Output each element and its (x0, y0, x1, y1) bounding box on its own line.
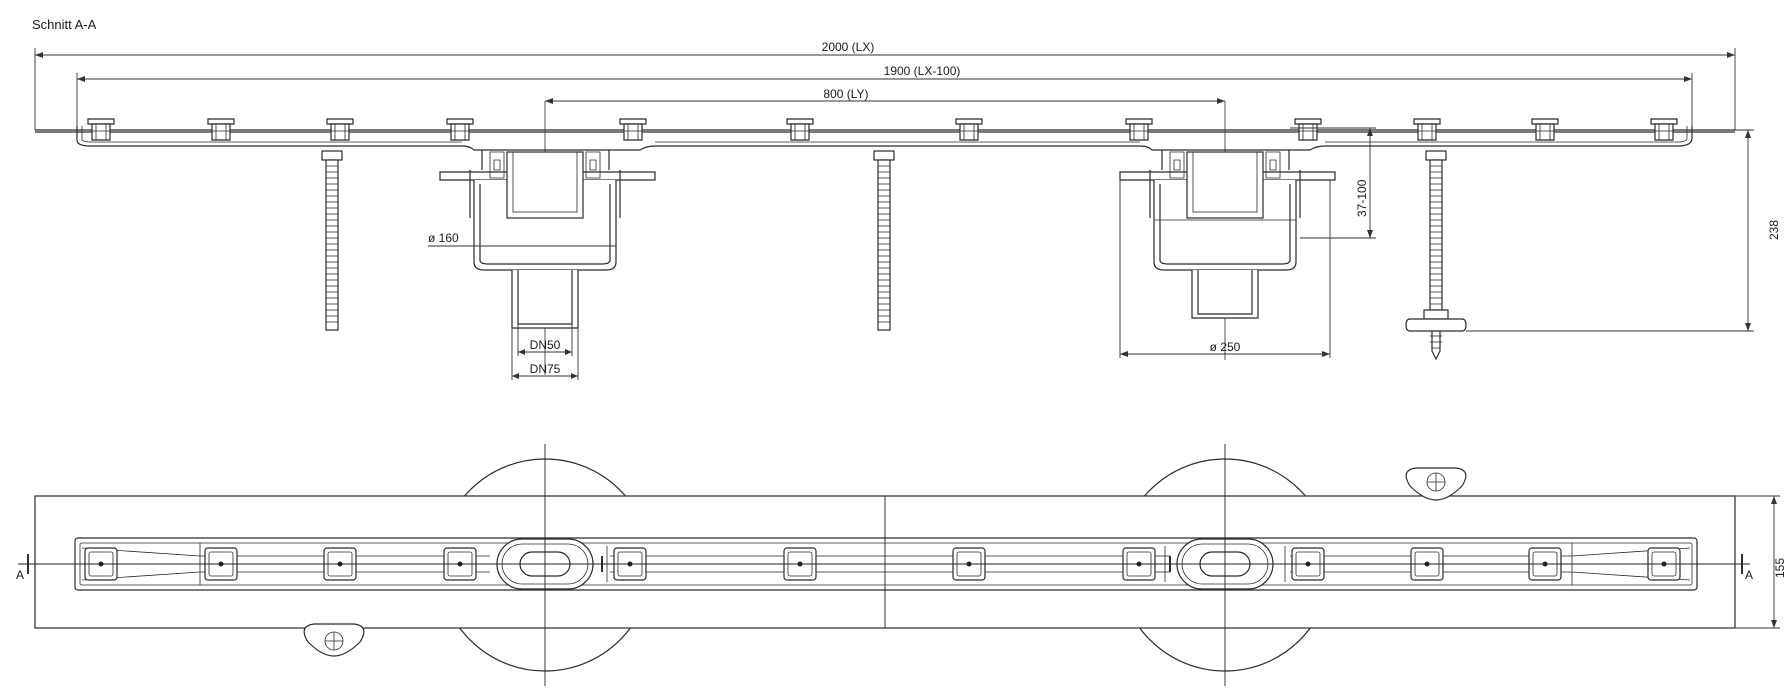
dim-width-label: 155 (1773, 558, 1787, 578)
dim-dia-large-label: ø 250 (1210, 340, 1241, 354)
dim-lx: 2000 (LX) (34, 40, 1736, 130)
dim-adjust-label: 37-100 (1355, 179, 1369, 217)
leveling-foot-1 (321, 150, 343, 331)
section-marker-left: A (16, 554, 29, 582)
dim-width: 155 (1735, 495, 1787, 629)
dim-dn75: DN75 (511, 328, 579, 380)
grating-clip (786, 118, 814, 141)
dim-height-label: 238 (1767, 220, 1781, 240)
dim-height: 238 (1466, 129, 1781, 332)
grating-clip (619, 118, 647, 141)
foot-plate-top (1405, 467, 1467, 501)
dim-dn50: DN50 (517, 324, 573, 356)
grating-clip (1650, 118, 1678, 141)
dim-ly-label: 800 (LY) (823, 87, 868, 101)
leveling-foot-3 (1405, 150, 1467, 361)
grating-clip (326, 118, 354, 141)
section-title: Schnitt A-A (32, 17, 97, 32)
grating-clip (1413, 118, 1441, 141)
dim-dn75-label: DN75 (530, 362, 561, 376)
section-marker-right: A (1741, 554, 1753, 582)
grating-clip (87, 118, 115, 141)
drain-channel-section (35, 126, 1735, 151)
grating-clip (1125, 118, 1153, 141)
section-marker-right-label: A (1745, 568, 1753, 582)
drain-body-large (1119, 150, 1336, 319)
grating-clips (87, 118, 1678, 141)
leveling-feet (321, 150, 1467, 361)
dim-dia-small: ø 160 (428, 231, 616, 247)
dim-lx100-label: 1900 (LX-100) (884, 64, 961, 78)
grating-clip (955, 118, 983, 141)
foot-plate-bottom (303, 623, 365, 657)
grating-clip (1531, 118, 1559, 141)
dim-lx-label: 2000 (LX) (822, 40, 875, 54)
dim-ly: 800 (LY) (545, 87, 1225, 104)
dim-dia-large: ø 250 (1119, 180, 1331, 358)
dim-dn50-label: DN50 (530, 338, 561, 352)
drain-body-small (439, 150, 656, 329)
dim-lx100: 1900 (LX-100) (76, 64, 1693, 130)
grating-clip (207, 118, 235, 141)
grating-clip (446, 118, 474, 141)
section-marker-left-label: A (16, 568, 24, 582)
dim-adjust: 37-100 (1290, 127, 1376, 239)
grating-clip (1294, 118, 1322, 141)
plan-view: A A 155 (16, 444, 1787, 686)
section-view: 2000 (LX) 1900 (LX-100) 800 (LY) (34, 40, 1781, 380)
dim-dia-small-label: ø 160 (428, 231, 459, 245)
leveling-foot-2 (873, 150, 895, 331)
